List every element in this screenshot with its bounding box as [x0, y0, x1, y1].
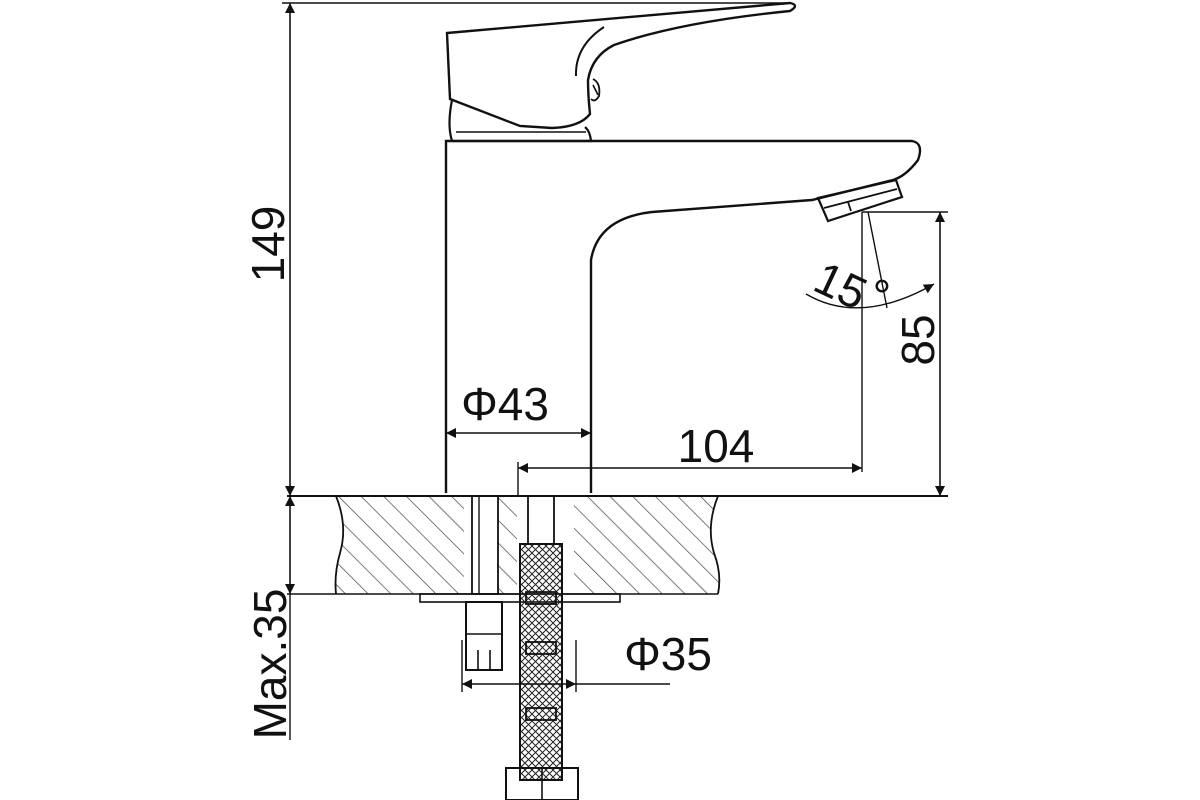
total-height-label: 149	[242, 206, 294, 283]
dimension-lines	[282, 2, 948, 740]
spout-angle-label: 15	[807, 251, 875, 320]
spout-height-label: 85	[892, 314, 944, 365]
body-diameter-label: Φ43	[461, 378, 549, 430]
supply-hose	[505, 495, 579, 800]
faucet-body	[444, 1, 922, 493]
countertop-section	[287, 495, 948, 603]
hose-diameter-label: Φ35	[624, 628, 712, 680]
max-counter-thickness-label: Max.35	[244, 589, 296, 740]
mounting-rod	[465, 495, 503, 671]
spout-reach-label: 104	[678, 420, 755, 472]
degree-symbol: °	[873, 270, 891, 322]
